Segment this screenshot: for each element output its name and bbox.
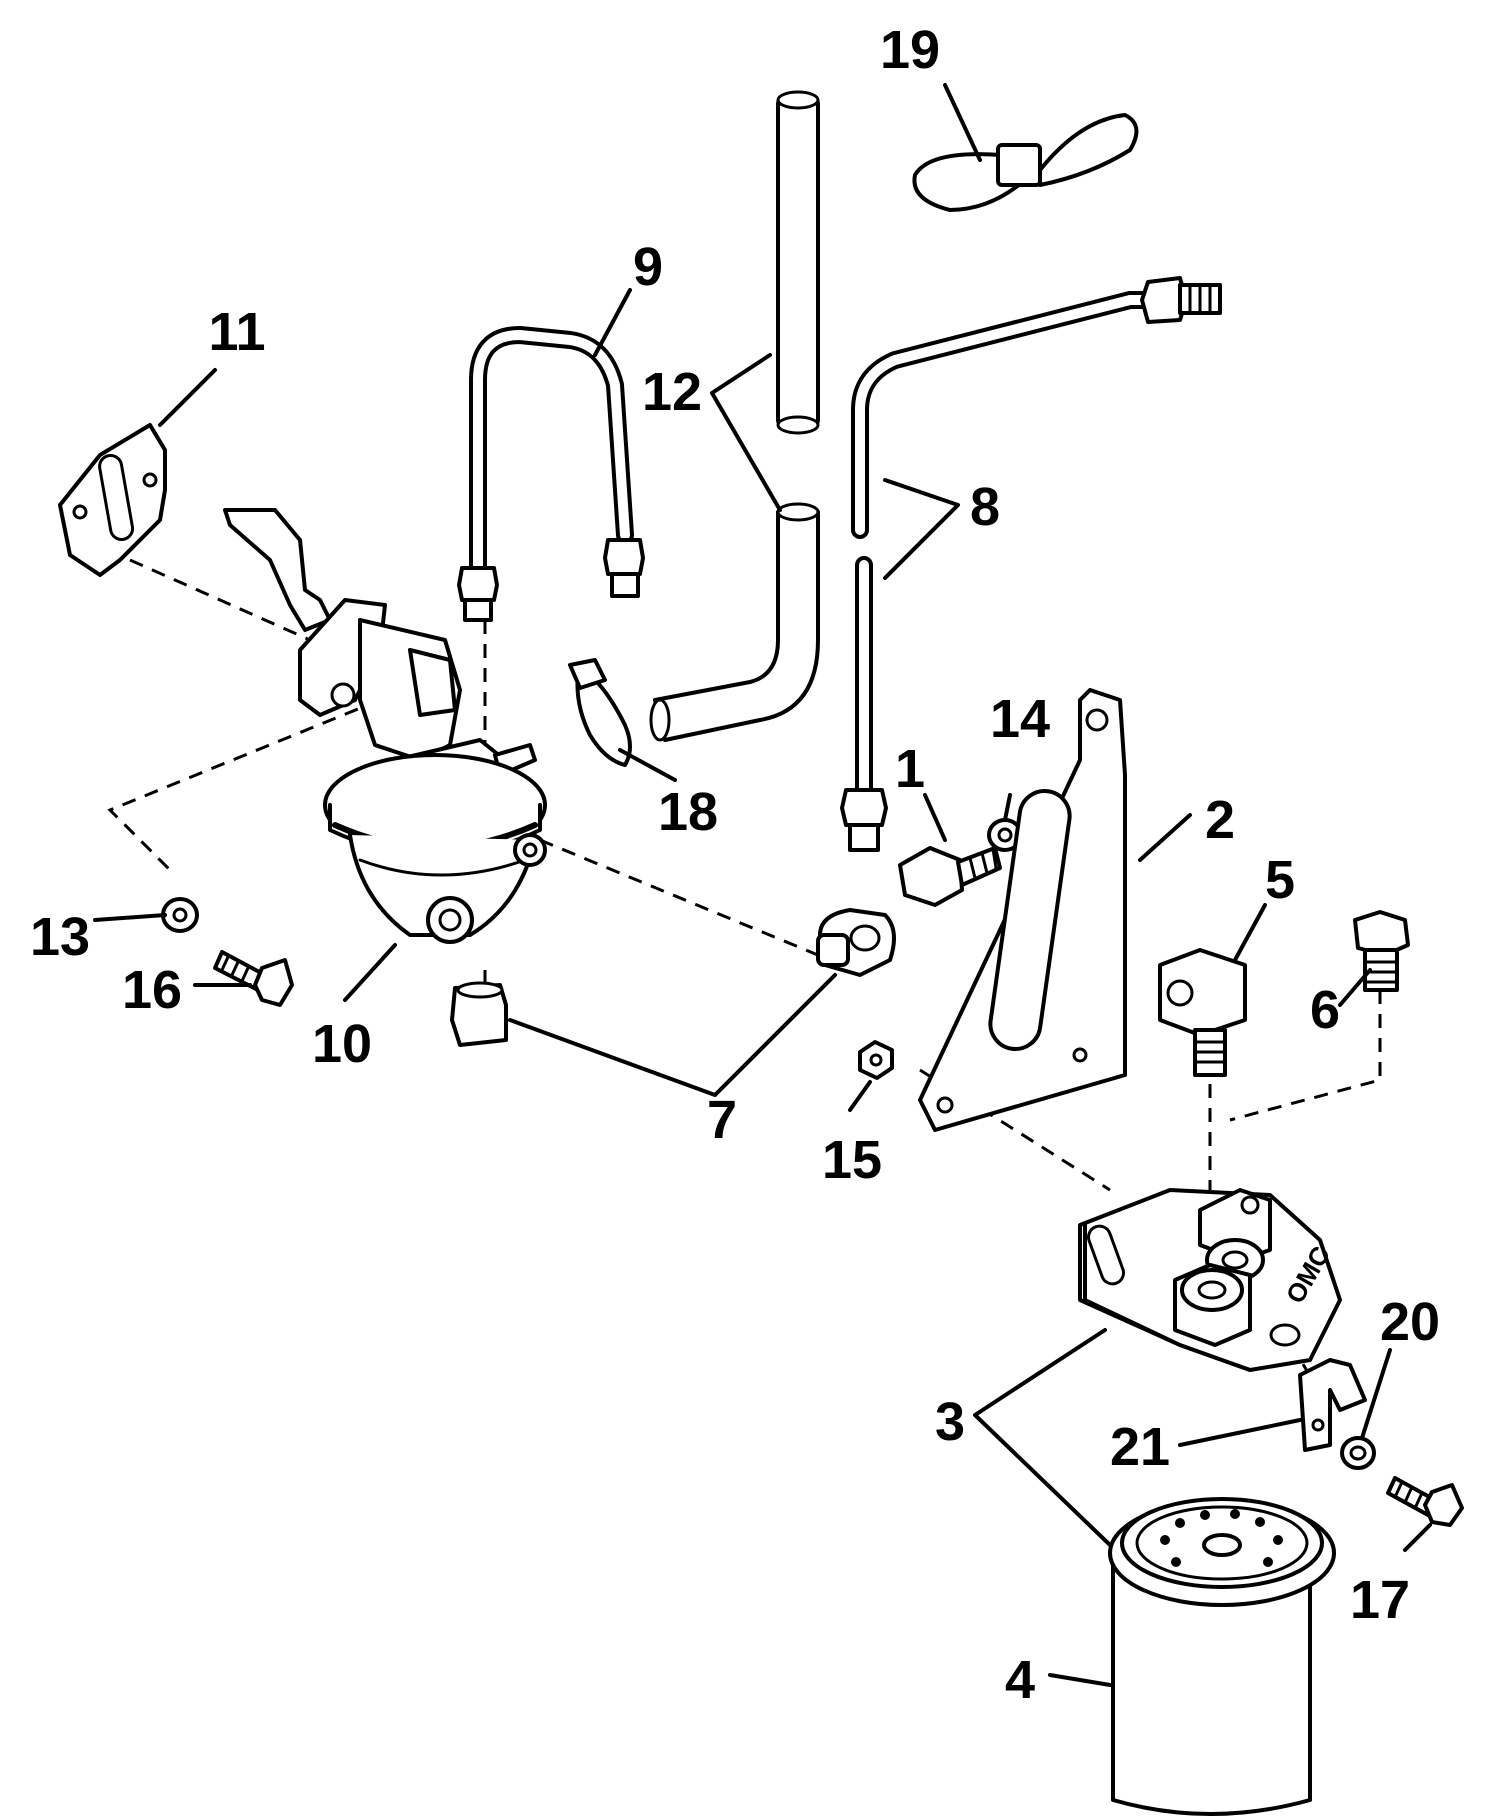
callout-5: 5 [1265, 850, 1295, 910]
callout-7: 7 [707, 1090, 737, 1150]
callout-17: 17 [1350, 1570, 1410, 1630]
leader-lines [93, 83, 1432, 1687]
fuel-line-rigid [840, 276, 1222, 852]
screw-filter [1386, 1476, 1464, 1527]
callout-10: 10 [312, 1014, 372, 1074]
washer [1340, 1436, 1376, 1470]
fuel-pump [223, 508, 547, 944]
screw-pump [213, 950, 294, 1007]
cable-tie [912, 113, 1139, 212]
callout-labels: 1 2 3 4 5 6 7 8 9 10 11 12 13 14 15 16 1… [30, 20, 1440, 1710]
gasket [58, 423, 167, 577]
callout-6: 6 [1310, 980, 1340, 1040]
callout-2: 2 [1205, 790, 1235, 850]
filter-head: OMC [1078, 1188, 1342, 1372]
fuel-filter [1108, 1497, 1336, 1816]
lockwasher-small [161, 897, 199, 933]
callout-9: 9 [633, 237, 663, 297]
callout-13: 13 [30, 907, 90, 967]
callout-8: 8 [970, 477, 1000, 537]
fittings [450, 908, 896, 1047]
callout-4: 4 [1005, 1650, 1035, 1710]
callout-20: 20 [1380, 1292, 1440, 1352]
callout-19: 19 [880, 20, 940, 80]
callout-21: 21 [1110, 1417, 1170, 1477]
callout-18: 18 [658, 782, 718, 842]
nut [858, 1040, 894, 1080]
callout-14: 14 [990, 689, 1050, 749]
hose [649, 90, 820, 742]
callout-1: 1 [895, 739, 925, 799]
callout-3: 3 [935, 1392, 965, 1452]
callout-11: 11 [208, 302, 265, 362]
screw [898, 846, 1002, 907]
bracket [918, 688, 1127, 1132]
callout-16: 16 [122, 960, 182, 1020]
callout-12: 12 [642, 362, 702, 422]
hose-clamp [568, 658, 632, 767]
elbow-fitting [1158, 948, 1247, 1077]
clip [1298, 1358, 1367, 1452]
callout-15: 15 [822, 1130, 882, 1190]
fuel-line [457, 326, 645, 622]
